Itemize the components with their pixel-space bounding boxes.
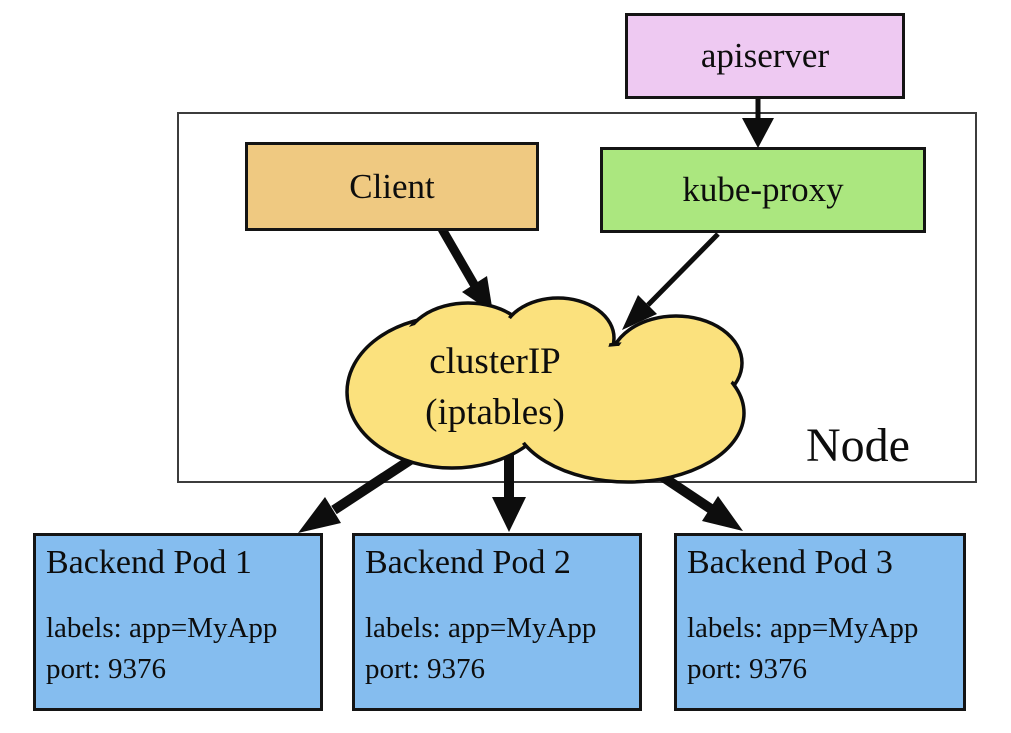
pod-port: port: 9376 [687, 653, 808, 685]
backend-pod-1-box: Backend Pod 1 labels: app=MyApp port: 93… [33, 533, 323, 711]
kube-proxy-label: kube-proxy [682, 170, 844, 209]
backend-pod-2-box: Backend Pod 2 labels: app=MyApp port: 93… [352, 533, 642, 711]
client-label: Client [349, 166, 435, 206]
cluster-ip-line2: (iptables) [425, 392, 565, 433]
cluster-ip-cloud-label: clusterIP (iptables) [393, 336, 597, 438]
apiserver-box: apiserver [625, 13, 905, 99]
edge-apiserver-to-kube-proxy [742, 99, 774, 148]
pod-labels: labels: app=MyApp [46, 612, 278, 644]
kube-proxy-box: kube-proxy [600, 147, 926, 233]
edge-kube-proxy-to-clusterip [622, 232, 720, 330]
pod-title: Backend Pod 2 [365, 544, 571, 581]
pod-port: port: 9376 [365, 653, 486, 685]
cluster-ip-line1: clusterIP [429, 341, 561, 382]
client-box: Client [245, 142, 539, 231]
cluster-ip-cloud-shape [345, 296, 746, 484]
pod-labels: labels: app=MyApp [687, 612, 919, 644]
pod-port: port: 9376 [46, 653, 167, 685]
backend-pod-3-box: Backend Pod 3 labels: app=MyApp port: 93… [674, 533, 966, 711]
node-label: Node [806, 419, 910, 472]
pod-labels: labels: app=MyApp [365, 612, 597, 644]
pod-title: Backend Pod 3 [687, 544, 893, 581]
pod-title: Backend Pod 1 [46, 544, 252, 581]
apiserver-label: apiserver [700, 36, 830, 75]
